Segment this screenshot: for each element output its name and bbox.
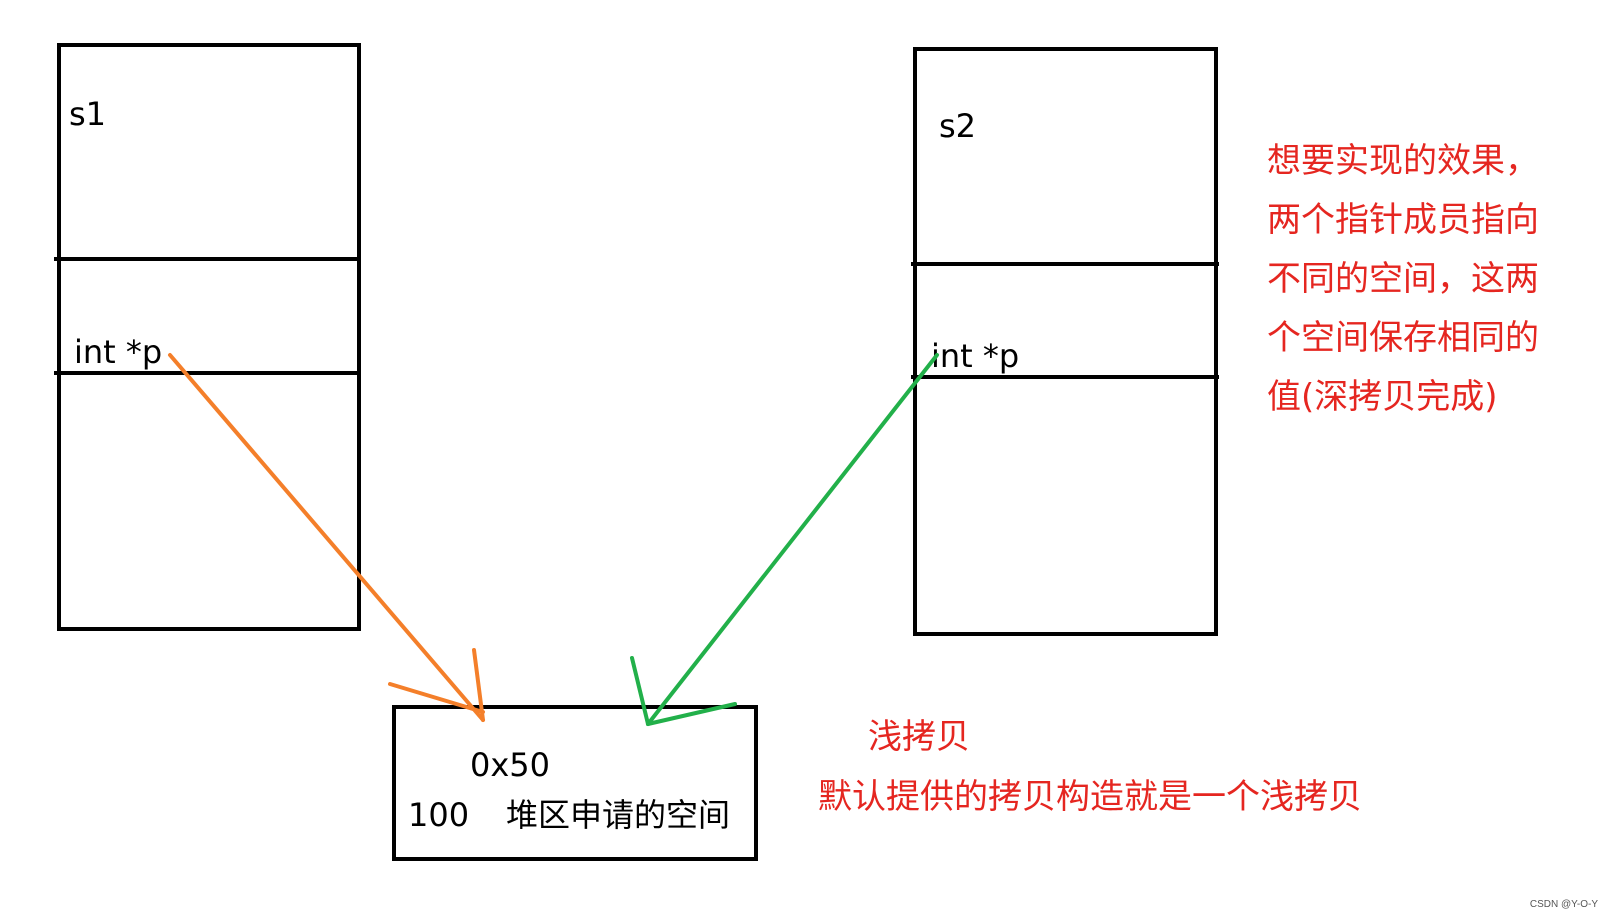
- s2-pointer-member: int *p: [931, 337, 1020, 375]
- s1-arrow-head-right: [472, 648, 485, 722]
- heap-address: 0x50: [470, 746, 551, 784]
- s2-arrow-shaft: [646, 353, 939, 726]
- deep-copy-note-line: 值(深拷贝完成): [1267, 377, 1498, 417]
- heap-memory-box: [392, 705, 758, 861]
- s1-member-top-divider: [54, 257, 361, 261]
- deep-copy-note: 想要实现的效果， 两个指针成员指向 不同的空间，这两 个空间保存相同的 值(深拷…: [1267, 132, 1539, 427]
- s2-label: s2: [939, 107, 977, 145]
- s1-arrow-head-left: [388, 682, 485, 714]
- deep-copy-note-line: 两个指针成员指向: [1267, 200, 1539, 240]
- s1-pointer-arrow: [168, 353, 485, 722]
- s2-pointer-arrow: [630, 353, 939, 726]
- s1-label: s1: [69, 95, 107, 133]
- s2-member-top-divider: [911, 262, 1219, 266]
- s1-arrow-shaft: [168, 353, 485, 722]
- deep-copy-note-line: 不同的空间，这两: [1267, 259, 1539, 299]
- deep-copy-note-line: 想要实现的效果，: [1267, 141, 1539, 181]
- heap-space-label: 堆区申请的空间: [506, 796, 731, 834]
- watermark: CSDN @Y-O-Y: [1529, 899, 1598, 910]
- s2-arrow-head-right: [646, 702, 737, 726]
- s1-member-bottom-divider: [54, 371, 361, 375]
- s2-object-box: [913, 47, 1218, 636]
- heap-value: 100: [408, 796, 470, 834]
- deep-copy-note-line: 个空间保存相同的: [1267, 318, 1539, 358]
- shallow-copy-title: 浅拷贝: [868, 717, 970, 757]
- shallow-copy-description: 默认提供的拷贝构造就是一个浅拷贝: [818, 777, 1362, 817]
- s1-object-box: [57, 43, 361, 631]
- s2-arrow-head-left: [630, 656, 650, 726]
- s2-member-bottom-divider: [911, 375, 1219, 379]
- s1-pointer-member: int *p: [74, 333, 163, 371]
